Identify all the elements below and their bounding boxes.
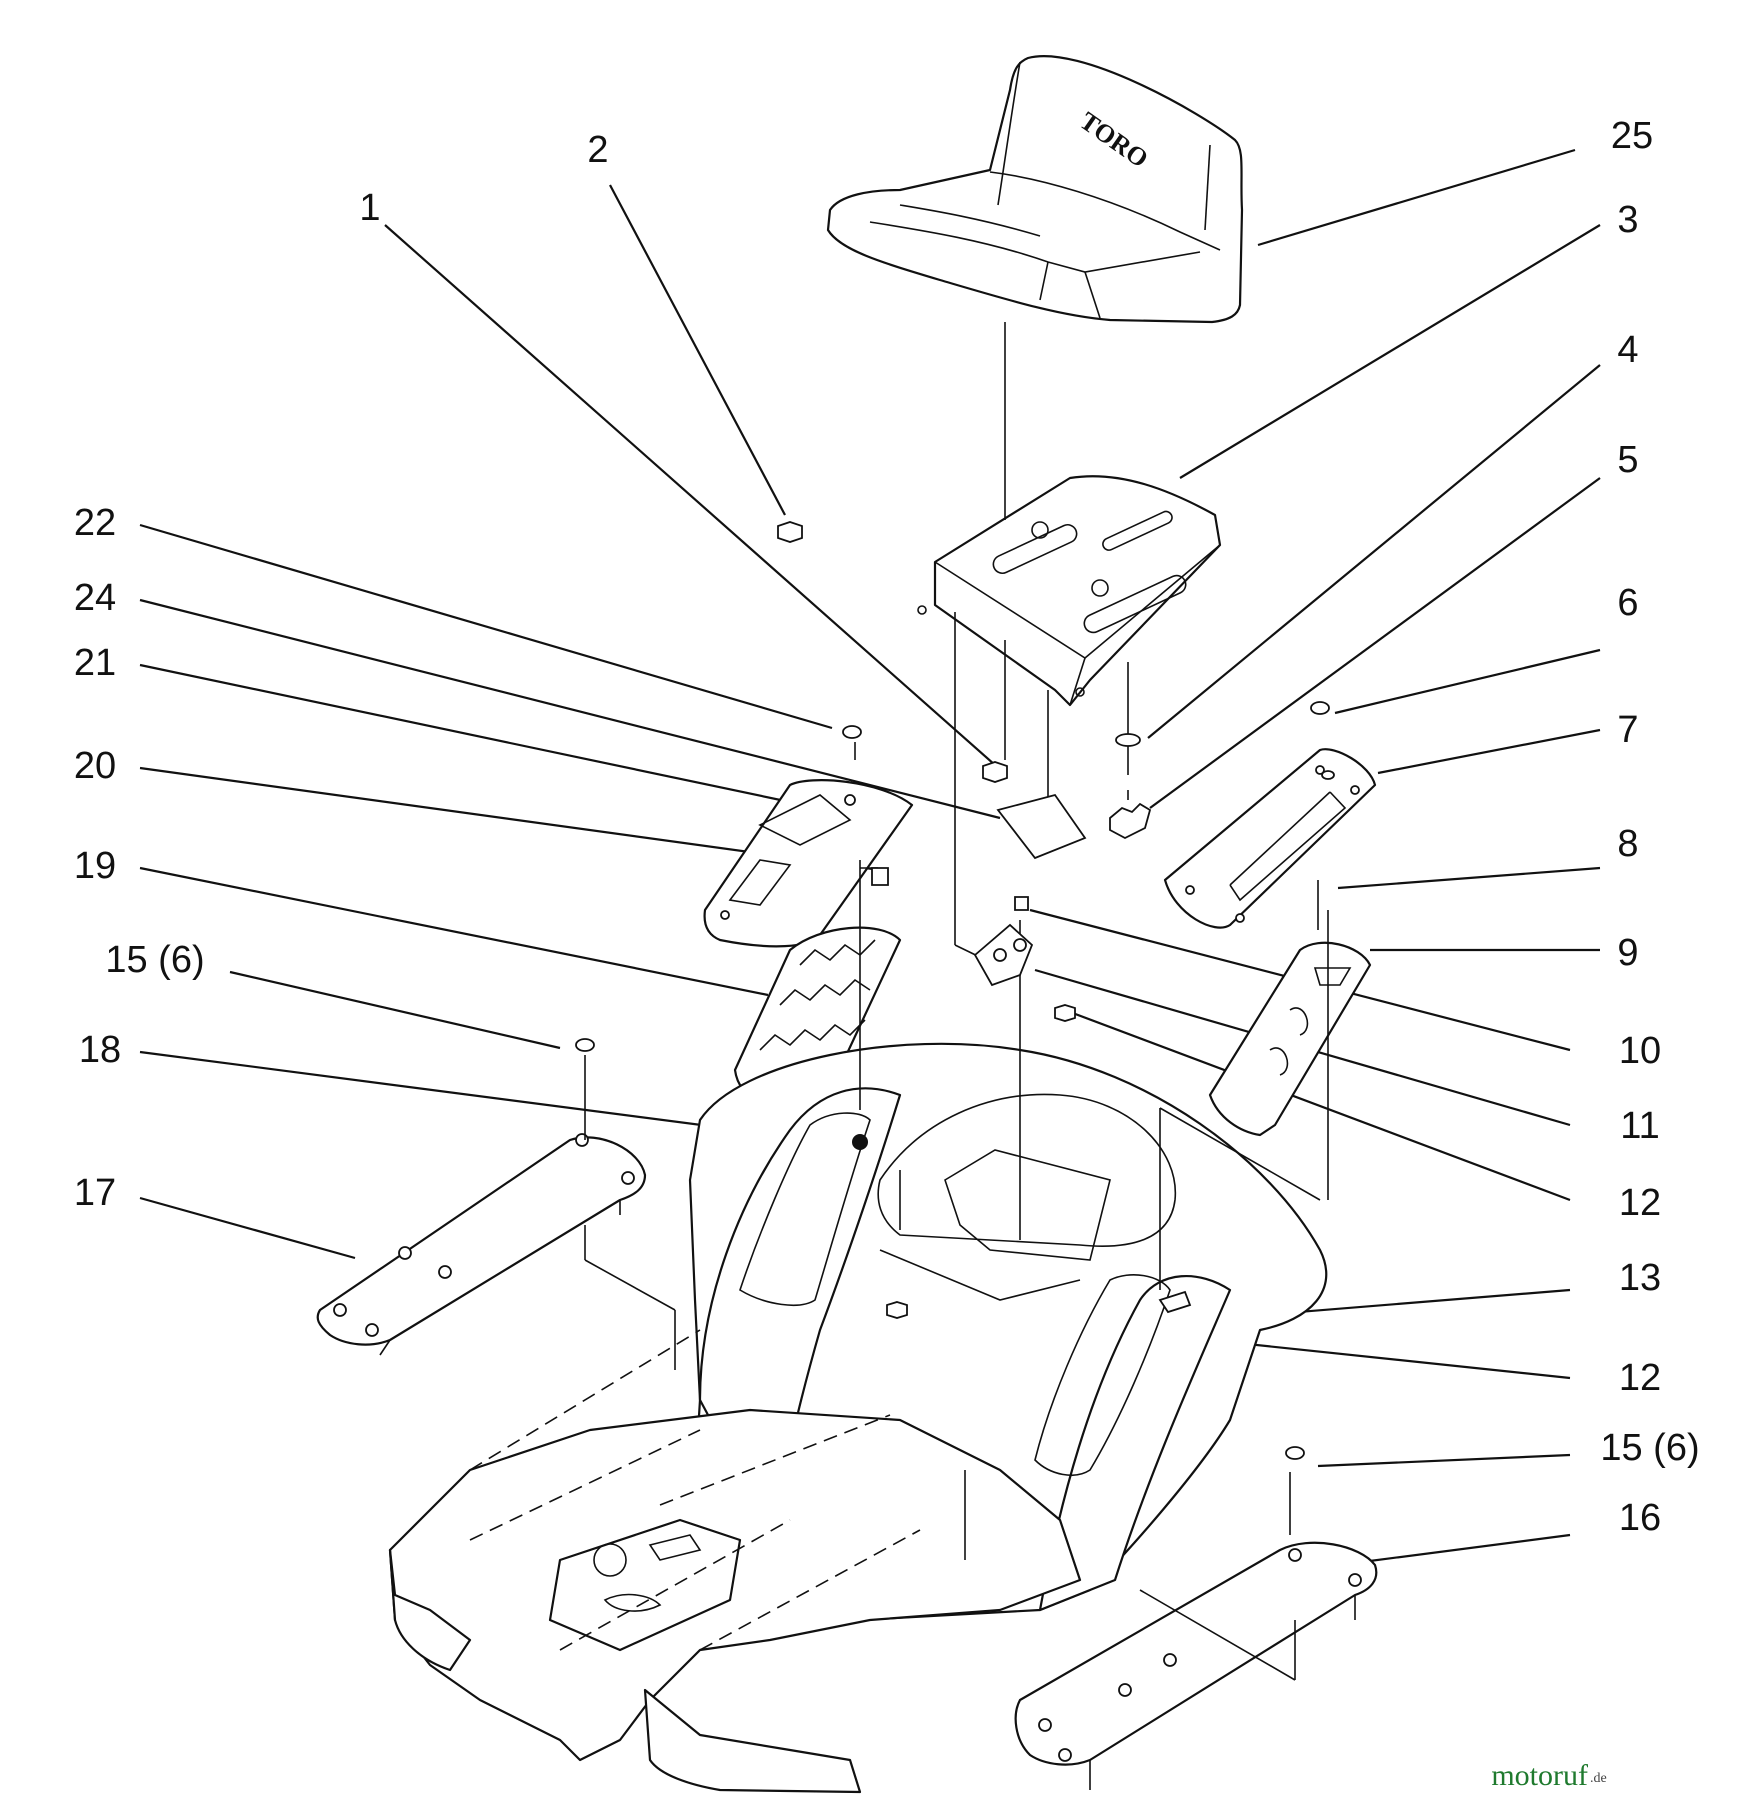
callout-8: 8 xyxy=(1617,823,1638,865)
callout-10: 10 xyxy=(1619,1030,1661,1072)
callout-5: 5 xyxy=(1617,439,1638,481)
callout-11: 11 xyxy=(1620,1105,1659,1147)
callout-labels: 1 2 3 4 5 6 7 8 9 10 11 12 12 13 15 (6) … xyxy=(74,115,1700,1539)
callout-12b: 12 xyxy=(1619,1357,1661,1399)
callout-22: 22 xyxy=(74,502,116,544)
callout-25: 25 xyxy=(1611,115,1653,157)
callout-13: 13 xyxy=(1619,1257,1661,1299)
callout-15-right: 15 (6) xyxy=(1600,1427,1699,1469)
callout-21: 21 xyxy=(74,642,116,684)
callout-1: 1 xyxy=(359,187,380,229)
floor-pad-right xyxy=(1014,1541,1378,1790)
callout-19: 19 xyxy=(74,845,116,887)
callout-6: 6 xyxy=(1617,582,1638,624)
watermark-suffix: .de xyxy=(1590,1771,1607,1786)
callout-12a: 12 xyxy=(1619,1182,1661,1224)
watermark: motoruf .de xyxy=(1491,1759,1606,1792)
seat-pan xyxy=(917,475,1222,707)
callout-17: 17 xyxy=(74,1172,116,1214)
assembly-lines xyxy=(584,322,1329,1681)
fender-pad-right xyxy=(1163,748,1377,929)
callout-16: 16 xyxy=(1619,1497,1661,1539)
callout-7: 7 xyxy=(1617,709,1638,751)
callout-24: 24 xyxy=(74,577,116,619)
watermark-main: motoruf xyxy=(1491,1759,1588,1792)
callout-2: 2 xyxy=(587,129,608,171)
body-frame xyxy=(388,1042,1328,1794)
callout-9: 9 xyxy=(1617,932,1638,974)
floor-pad-left xyxy=(316,1133,647,1356)
callout-4: 4 xyxy=(1617,329,1638,371)
callout-15-left: 15 (6) xyxy=(105,939,204,981)
fender-plate-right xyxy=(1208,941,1372,1137)
hardware xyxy=(575,521,1335,1460)
callout-18: 18 xyxy=(79,1029,121,1071)
callout-3: 3 xyxy=(1617,199,1638,241)
callout-20: 20 xyxy=(74,745,116,787)
seat: TORO xyxy=(826,55,1244,324)
fender-pad-left xyxy=(703,779,914,948)
